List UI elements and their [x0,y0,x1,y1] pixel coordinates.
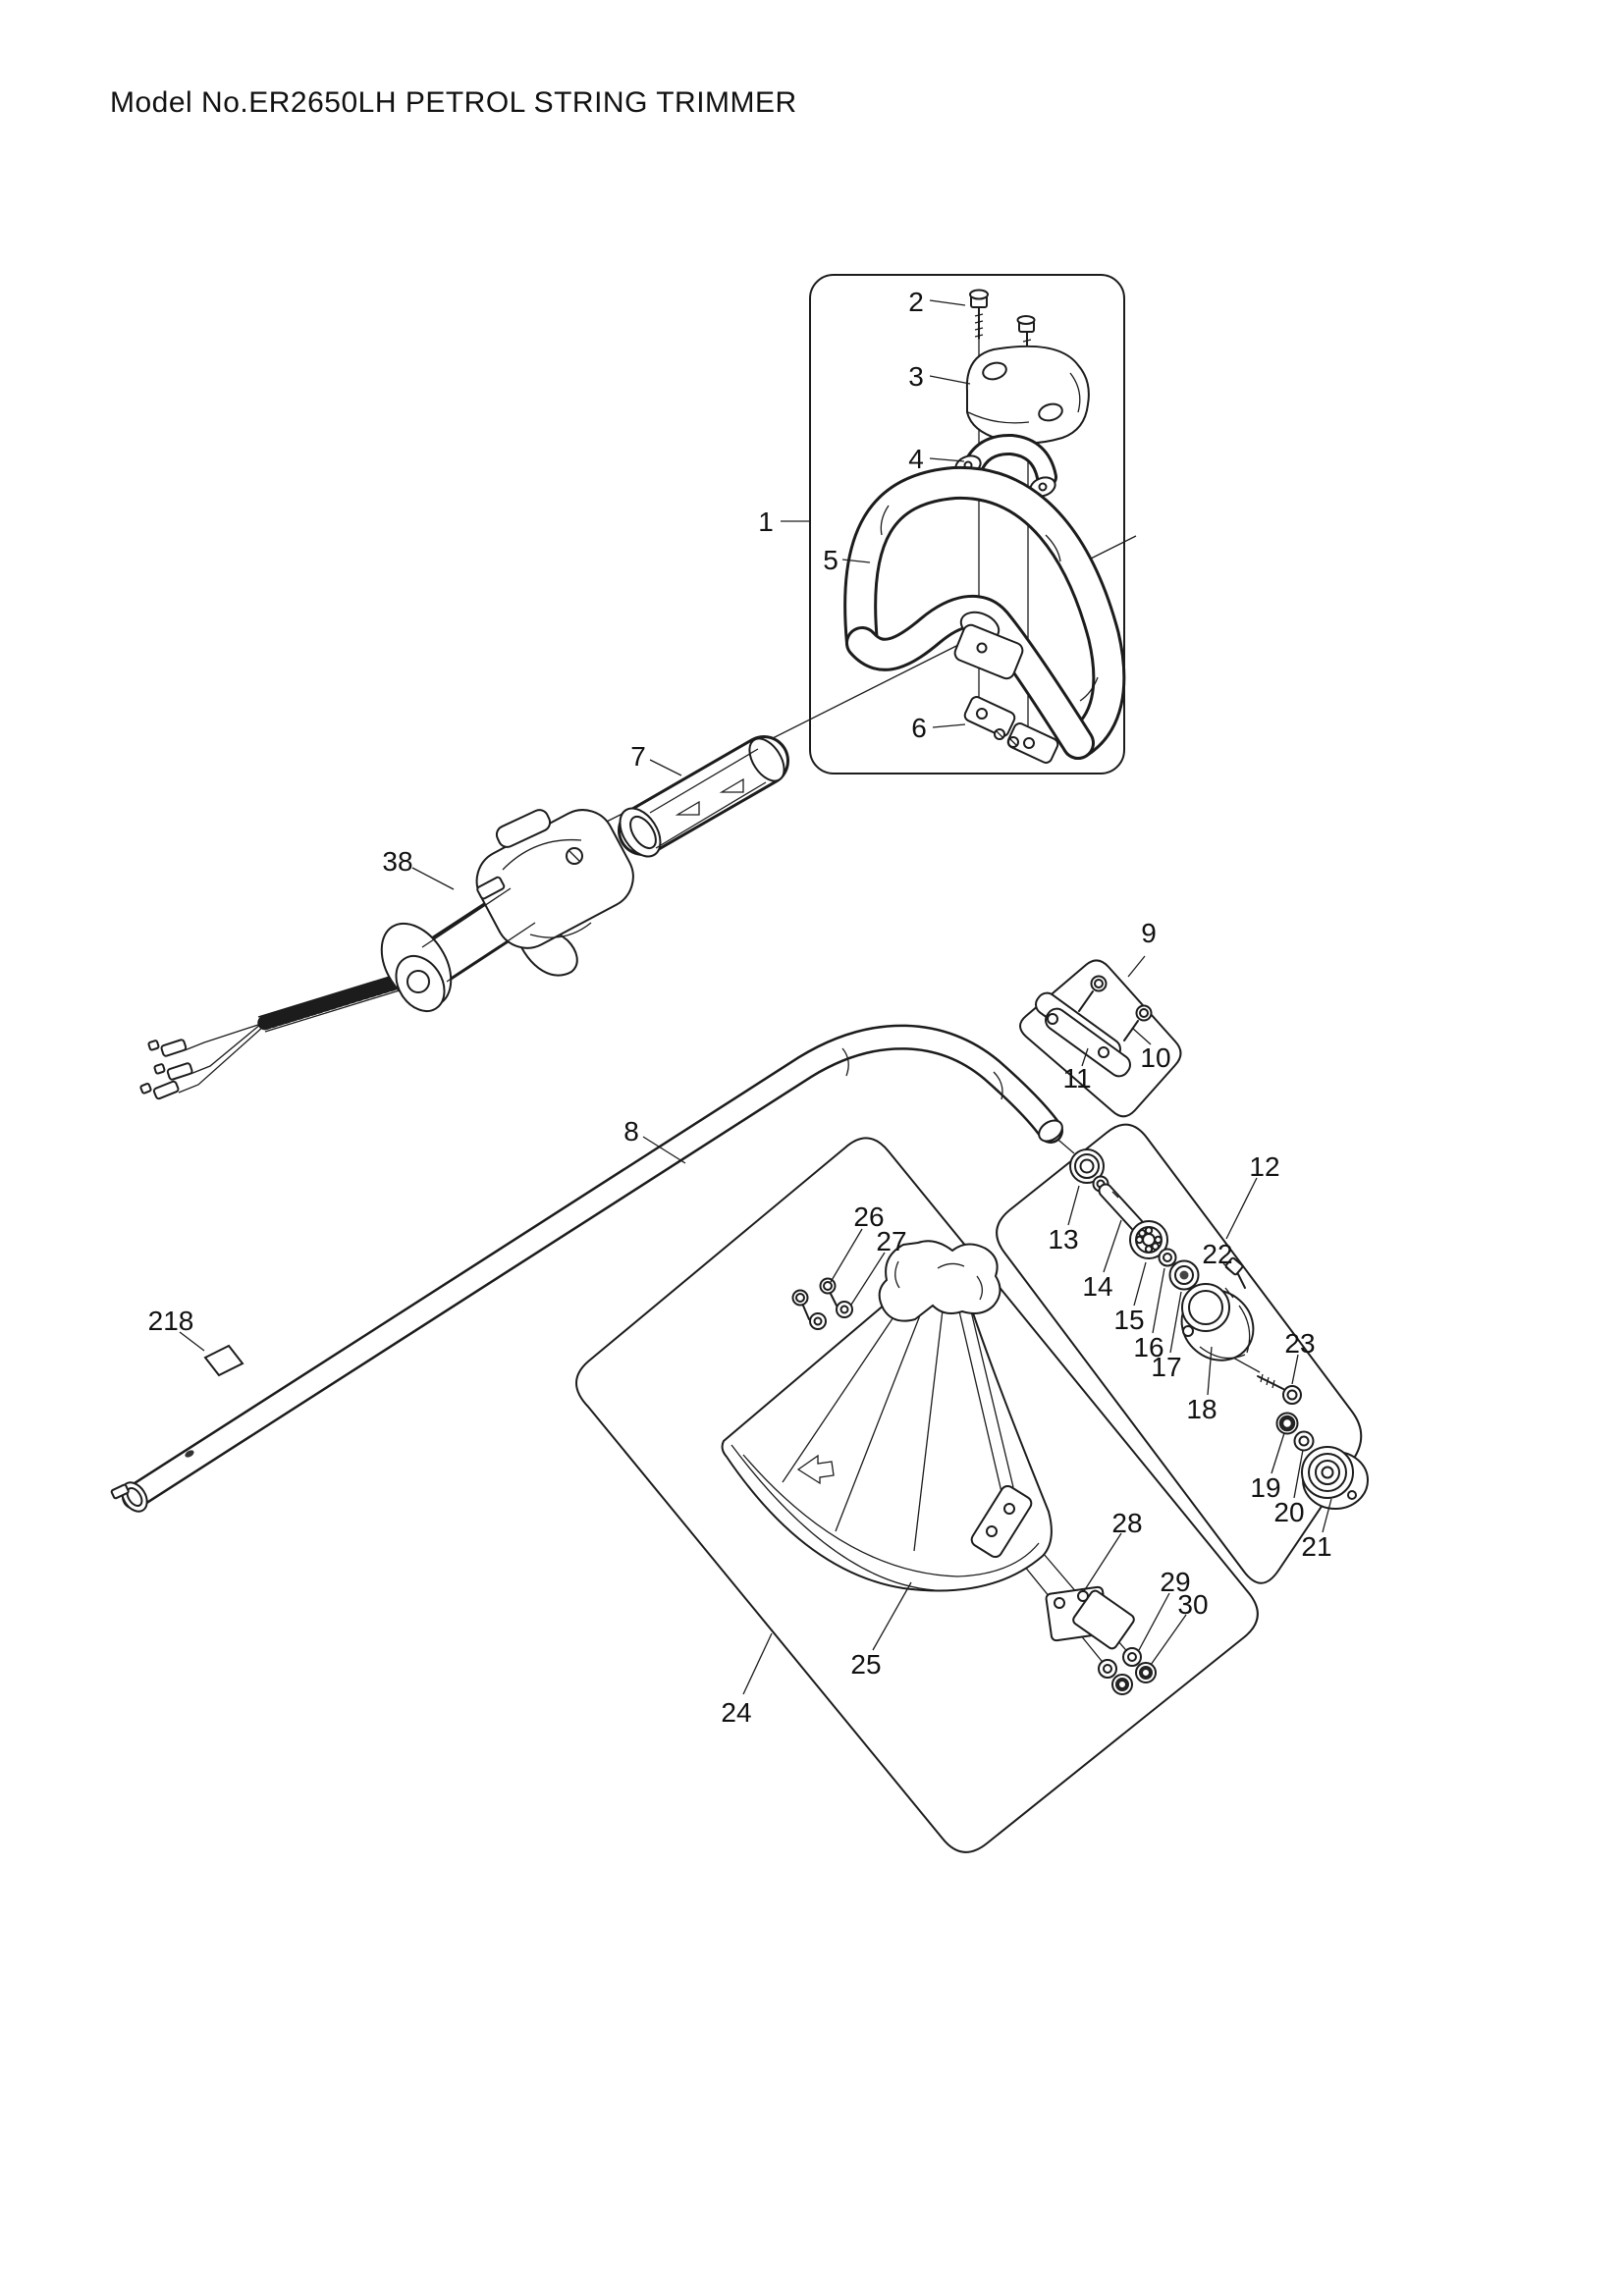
callout-27: 27 [876,1226,906,1256]
assembly-box-1-handle [809,274,1125,774]
assembly-box-24-guard [575,1137,1259,1853]
callout-15: 15 [1113,1305,1144,1335]
part-18-clamp-housing [1180,1283,1255,1362]
part-8-shaft-tube [110,1024,1063,1513]
callout-labels: 1 2 3 4 5 6 7 8 9 10 11 12 13 14 15 16 1… [148,287,1332,1728]
part-2-bolt [969,289,989,340]
callout-13: 13 [1048,1224,1078,1255]
part-26-screws [791,1277,838,1320]
part-25-guard [721,1240,1053,1592]
guard-top-mount [878,1240,1001,1322]
part-16-ring [1158,1248,1177,1267]
callout-5: 5 [823,545,839,575]
assembly-box-9-bracket [1019,959,1182,1118]
callout-11: 11 [1062,1063,1091,1094]
callout-30: 30 [1177,1589,1208,1620]
part-5-loop-handle [843,465,1126,760]
callout-12: 12 [1249,1151,1279,1182]
callout-2: 2 [908,287,924,317]
callout-20: 20 [1273,1497,1304,1527]
callout-3: 3 [908,361,924,392]
guard-mount-tab [970,1484,1033,1559]
part-15-ball-bearing [1129,1220,1168,1259]
callout-18: 18 [1186,1394,1217,1424]
handle-housing [475,809,634,949]
part-7-grip [618,735,789,858]
part-27-washers [809,1301,853,1330]
part-14-joint-shaft [1092,1175,1145,1233]
throttle-wires [139,1023,264,1100]
callout-19: 19 [1250,1472,1280,1503]
part-29-washers [1098,1647,1142,1679]
coil-cable [253,974,406,1032]
callout-9: 9 [1141,918,1157,948]
callout-4: 4 [908,444,924,474]
part-21-drum [1301,1446,1369,1510]
callout-22: 22 [1202,1239,1232,1269]
part-17-washer [1168,1259,1200,1291]
callout-218: 218 [148,1306,194,1336]
callout-14: 14 [1082,1271,1112,1302]
part-23-bolt [1257,1373,1302,1405]
shaft-end-cap [110,1481,148,1513]
part-19-seal-ring [1275,1412,1299,1435]
callout-29: 29 [1160,1567,1190,1597]
part-20-washer [1293,1430,1315,1452]
callout-6: 6 [911,713,927,743]
part-13-bearing [1069,1148,1105,1184]
part-28-bracket-plate [1045,1585,1135,1650]
callout-1: 1 [758,507,774,537]
part-6-bracket [963,696,1059,764]
callout-24: 24 [721,1697,751,1728]
part-3-clamp-cover [965,345,1090,445]
callout-21: 21 [1301,1531,1331,1562]
leader-lines [179,299,1332,1695]
page-title: Model No.ER2650LH PETROL STRING TRIMMER [110,86,797,119]
guard-arrow-marker [796,1454,835,1485]
callout-25: 25 [850,1649,881,1680]
callout-38: 38 [382,846,412,877]
callout-26: 26 [853,1201,884,1232]
callout-17: 17 [1151,1352,1181,1382]
callout-23: 23 [1284,1328,1315,1359]
part-11-plate [1035,991,1131,1078]
part-30-nuts [1111,1662,1157,1695]
callout-7: 7 [630,741,646,772]
assembly-box-12-gearhead [996,1123,1363,1584]
callout-10: 10 [1140,1042,1170,1073]
part-4-clamp [954,434,1057,498]
callout-16: 16 [1133,1332,1163,1362]
callout-28: 28 [1111,1508,1142,1538]
part-218-label-sticker [203,1344,244,1377]
callout-8: 8 [623,1116,639,1147]
part-38-throttle-handle [139,809,634,1100]
part-10-bolts [1078,975,1153,1041]
